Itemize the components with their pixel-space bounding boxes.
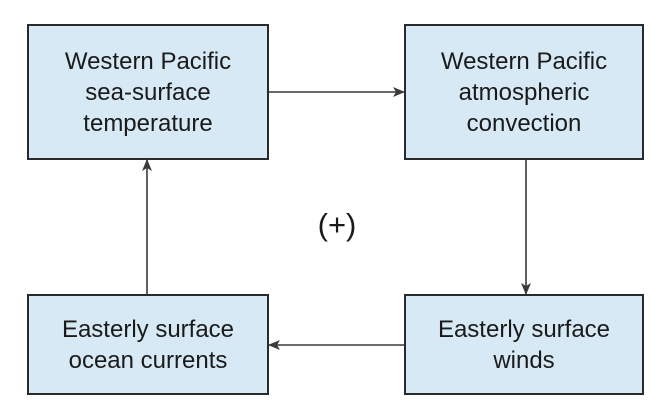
node-sea-surface-temperature-label: Western Pacific sea-surface temperature	[64, 47, 232, 137]
node-ocean-currents: Easterly surface ocean currents	[27, 294, 269, 395]
node-easterly-winds: Easterly surface winds	[404, 294, 644, 395]
node-sea-surface-temperature: Western Pacific sea-surface temperature	[27, 24, 269, 160]
node-easterly-winds-label: Easterly surface winds	[437, 315, 611, 374]
node-atmospheric-convection-label: Western Pacific atmospheric convection	[440, 47, 608, 137]
feedback-sign: (+)	[317, 207, 357, 242]
node-ocean-currents-label: Easterly surface ocean currents	[61, 315, 235, 374]
node-atmospheric-convection: Western Pacific atmospheric convection	[404, 24, 644, 160]
